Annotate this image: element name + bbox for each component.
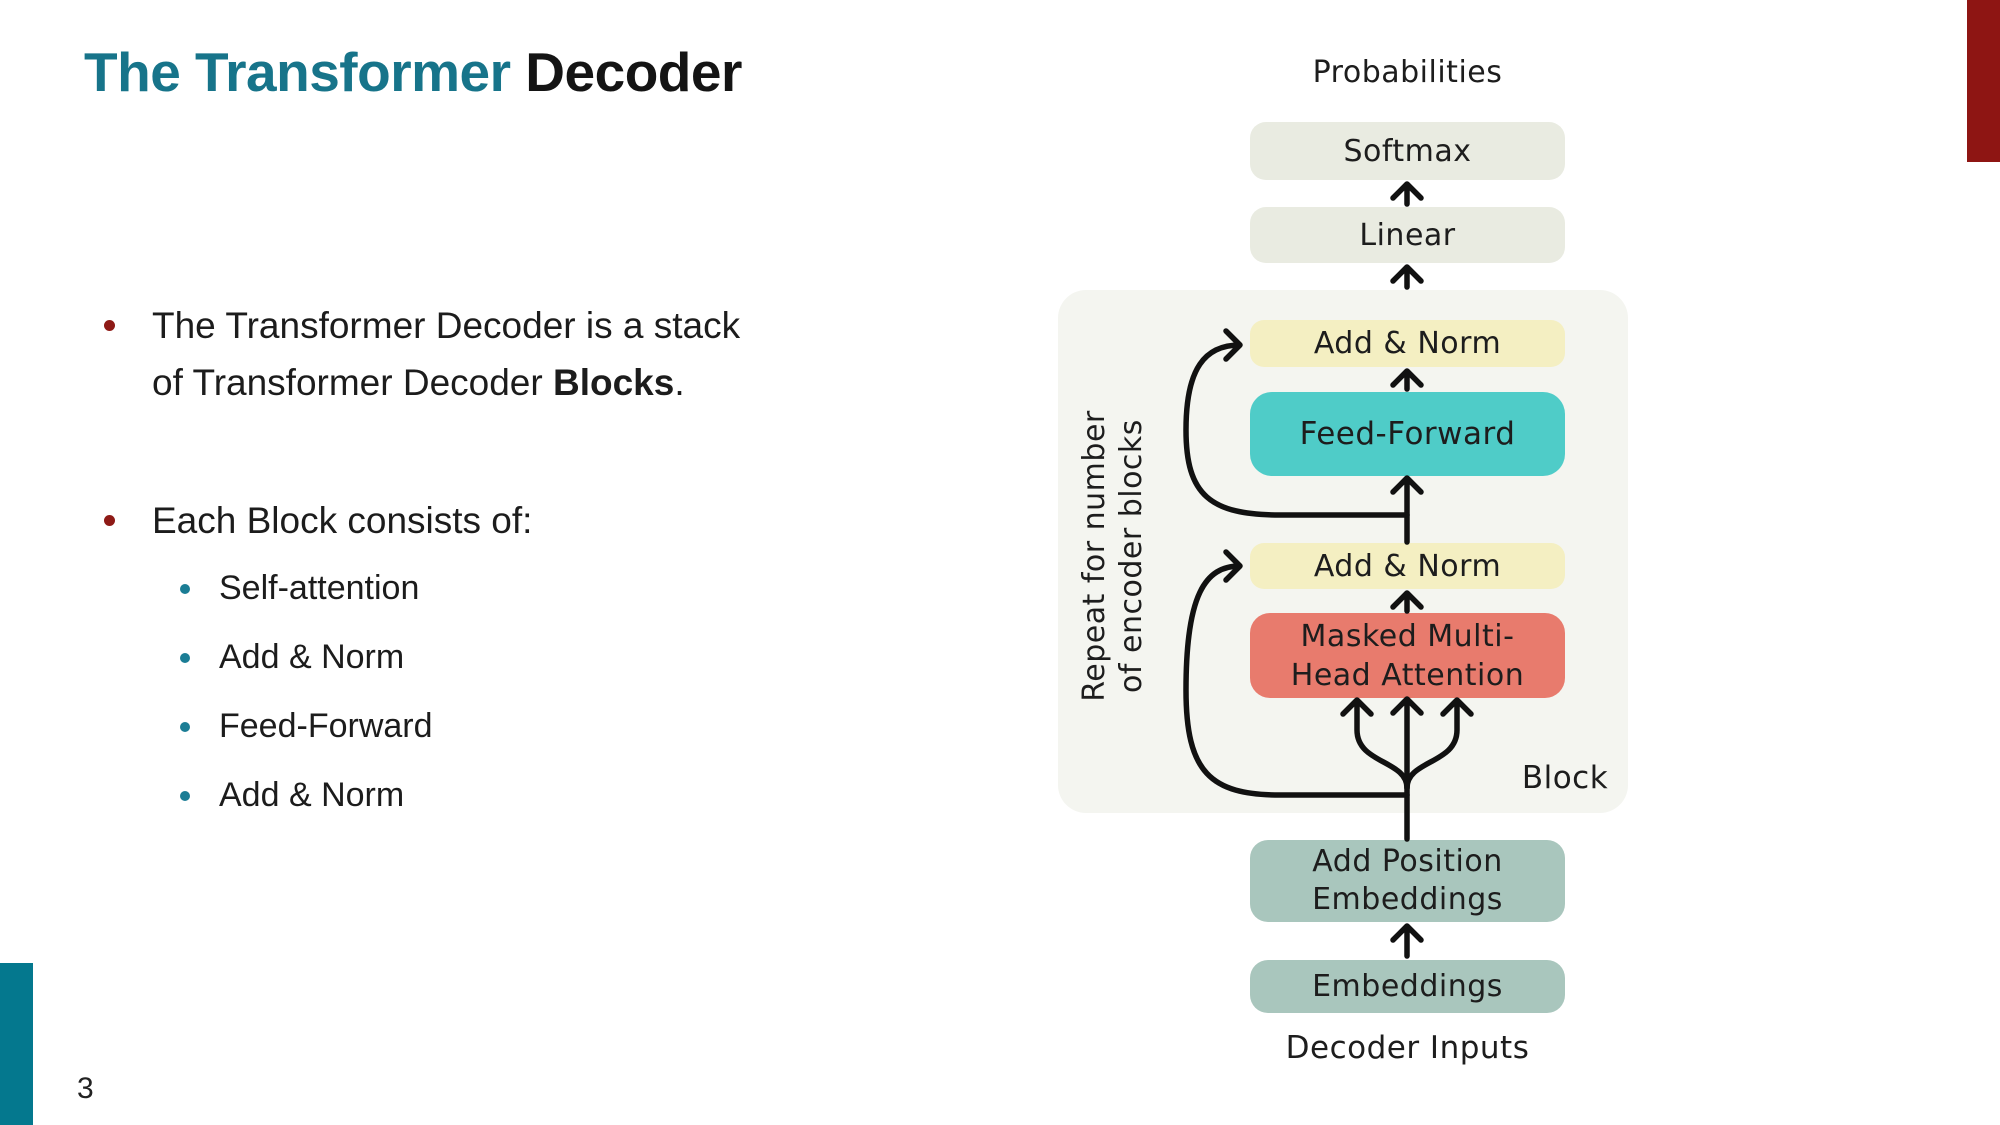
bullet-line: of Transformer Decoder Blocks. xyxy=(152,362,685,403)
bullet-dot xyxy=(180,583,190,594)
feed-forward-box: Feed-Forward xyxy=(1250,392,1565,476)
list-item: Add & Norm xyxy=(180,623,433,692)
add-norm-top-box: Add & Norm xyxy=(1250,320,1565,367)
list-item: Self-attention xyxy=(180,554,433,623)
arrow-block-to-linear xyxy=(1390,264,1424,290)
embeddings-box: Embeddings xyxy=(1250,960,1565,1013)
decoder-inputs-label: Decoder Inputs xyxy=(1285,1030,1530,1066)
arrow-embed-to-addpos xyxy=(1390,923,1424,959)
bullet-dot xyxy=(180,652,190,663)
bullet-dot xyxy=(180,790,190,801)
sub-bullet-list: Self-attention Add & Norm Feed-Forward A… xyxy=(180,554,433,830)
softmax-box: Softmax xyxy=(1250,122,1565,180)
bullet-line: The Transformer Decoder is a stack xyxy=(152,305,741,346)
bullet-item: The Transformer Decoder is a stack of Tr… xyxy=(152,297,740,411)
list-item: Add & Norm xyxy=(180,761,433,830)
accent-bar-top-right xyxy=(1967,0,2000,162)
repeat-note: Repeat for number of encoder blocks xyxy=(1077,410,1149,702)
bullet-dot xyxy=(180,721,190,732)
probabilities-label: Probabilities xyxy=(1312,55,1503,90)
accent-bar-bottom-left xyxy=(0,963,33,1125)
title-highlight: The Transformer xyxy=(84,41,511,103)
list-item: Feed-Forward xyxy=(180,692,433,761)
masked-multi-head-attention-box: Masked Multi- Head Attention xyxy=(1250,613,1565,698)
bullet-dot xyxy=(104,320,115,331)
add-norm-bottom-box: Add & Norm xyxy=(1250,543,1565,589)
linear-box: Linear xyxy=(1250,207,1565,263)
page-number: 3 xyxy=(77,1072,94,1105)
arrow-linear-to-softmax xyxy=(1390,181,1424,207)
title-rest: Decoder xyxy=(510,41,742,103)
bullet-dot xyxy=(104,515,115,526)
add-position-embeddings-box: Add Position Embeddings xyxy=(1250,840,1565,922)
bullet-item: Each Block consists of: xyxy=(152,500,533,541)
block-label: Block xyxy=(1521,760,1609,796)
slide-title: The Transformer Decoder xyxy=(84,40,742,104)
